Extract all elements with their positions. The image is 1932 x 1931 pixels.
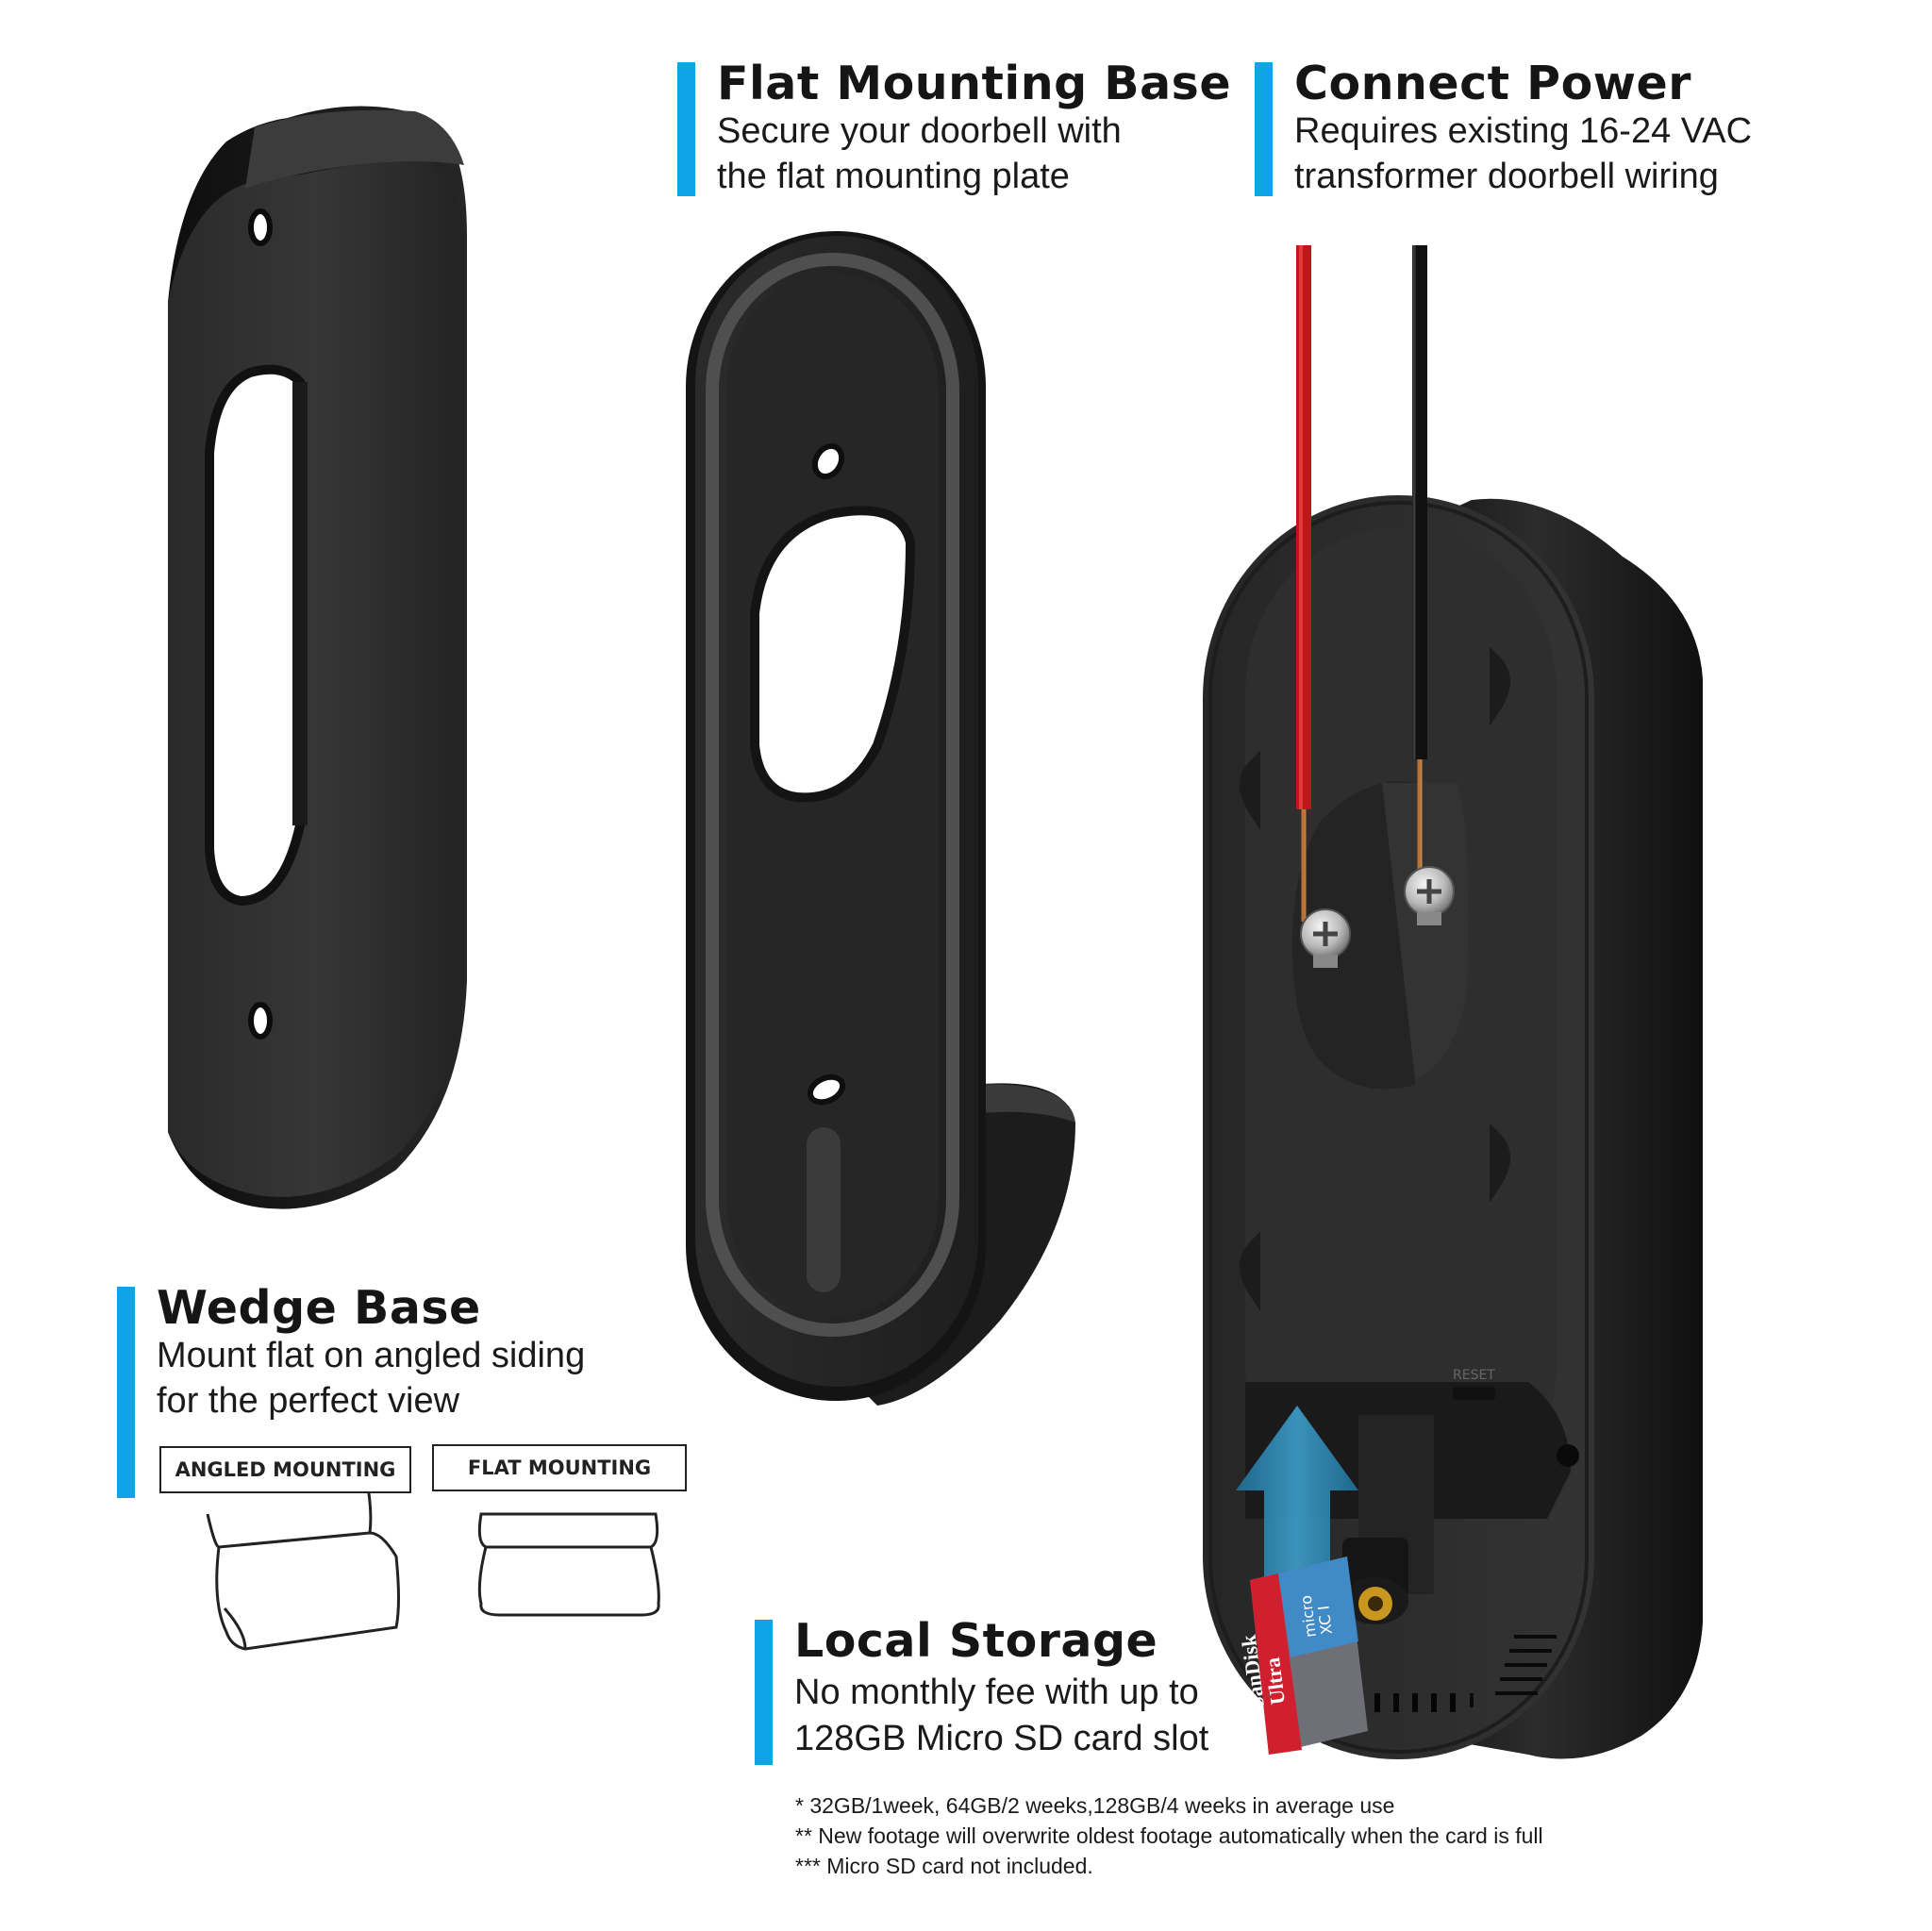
- accent-bar: [677, 62, 695, 196]
- accent-bar: [1255, 62, 1273, 196]
- wedge-base-illustration: [168, 106, 467, 1209]
- connect-power-line-1: Requires existing 16-24 VAC: [1294, 111, 1753, 151]
- accent-bar: [755, 1620, 773, 1765]
- flat-base-line-2: the flat mounting plate: [717, 157, 1070, 196]
- footnote-3: *** Micro SD card not included.: [795, 1854, 1093, 1878]
- wedge-base-callout: Wedge Base Mount flat on angled siding f…: [117, 1281, 683, 1498]
- connect-power-line-2: transformer doorbell wiring: [1294, 157, 1719, 196]
- connect-power-heading: Connect Power: [1294, 57, 1691, 110]
- flat-mounting-label: FLAT MOUNTING: [432, 1444, 687, 1491]
- flat-mounting-plate-illustration: [686, 231, 1075, 1406]
- local-storage-line-1: No monthly fee with up to: [794, 1673, 1199, 1712]
- angled-mounting-label: ANGLED MOUNTING: [159, 1446, 411, 1493]
- footnote-1: * 32GB/1week, 64GB/2 weeks,128GB/4 weeks…: [795, 1793, 1395, 1818]
- local-storage-callout: Local Storage No monthly fee with up to …: [755, 1614, 1245, 1765]
- wedge-base-line-2: for the perfect view: [157, 1381, 460, 1421]
- connect-power-callout: Connect Power Requires existing 16-24 VA…: [1255, 57, 1783, 196]
- flat-mounting-sketch: [477, 1512, 660, 1617]
- accent-bar: [117, 1287, 135, 1498]
- sd-card-line: Ultra: [1260, 1656, 1290, 1706]
- flat-base-callout: Flat Mounting Base Secure your doorbell …: [677, 57, 1231, 196]
- wedge-base-heading: Wedge Base: [157, 1281, 481, 1335]
- reset-label: RESET: [1453, 1368, 1495, 1383]
- local-storage-heading: Local Storage: [794, 1614, 1158, 1668]
- footnotes: * 32GB/1week, 64GB/2 weeks,128GB/4 weeks…: [795, 1790, 1543, 1881]
- angled-mounting-sketch: [206, 1475, 400, 1651]
- wedge-base-line-1: Mount flat on angled siding: [157, 1336, 586, 1375]
- flat-base-line-1: Secure your doorbell with: [717, 111, 1122, 151]
- sd-card-class: XC I: [1314, 1605, 1336, 1636]
- local-storage-line-2: 128GB Micro SD card slot: [794, 1719, 1209, 1758]
- flat-base-heading: Flat Mounting Base: [717, 57, 1232, 110]
- micro-sd-card-icon: SanDisk Ultra micro XC I: [1237, 1556, 1368, 1755]
- footnote-2: ** New footage will overwrite oldest foo…: [795, 1823, 1543, 1848]
